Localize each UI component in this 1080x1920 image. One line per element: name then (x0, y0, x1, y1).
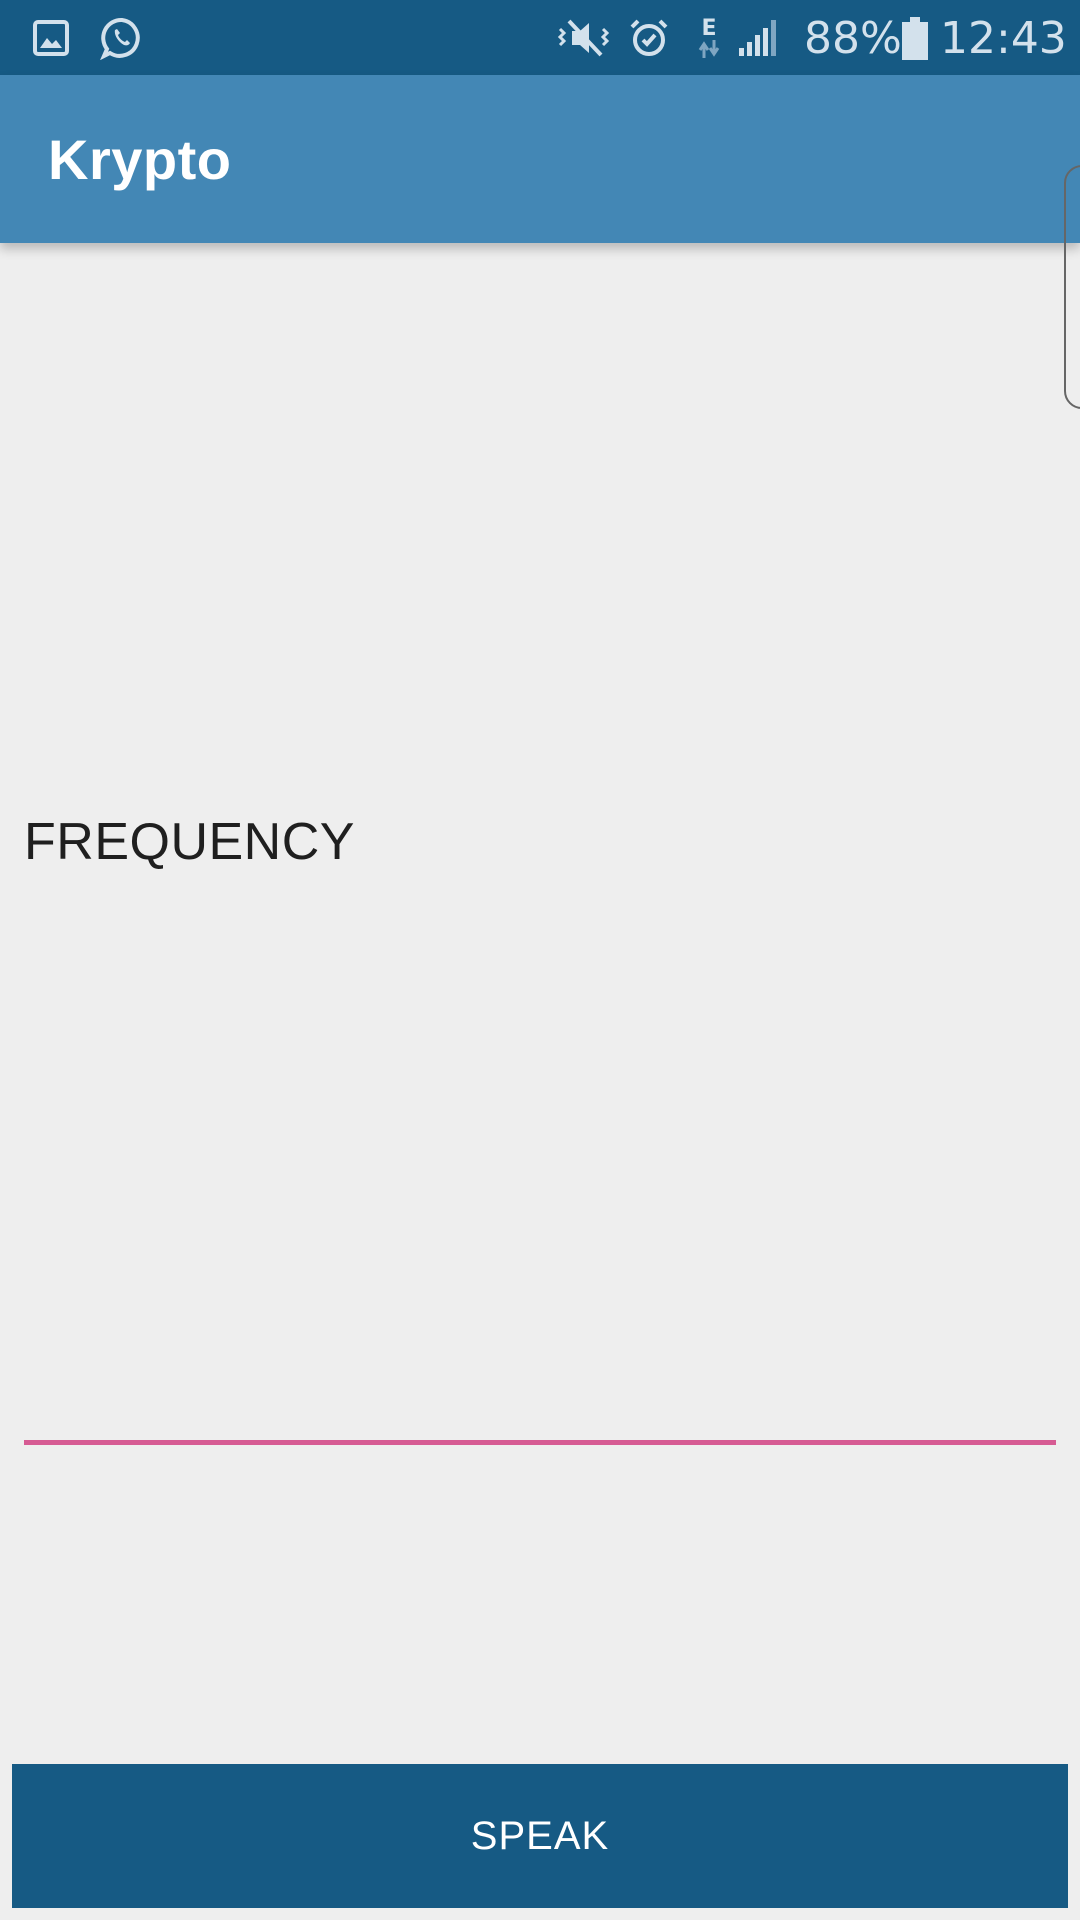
edge-data-icon: E (694, 0, 724, 75)
speak-button[interactable]: SPEAK (12, 1764, 1068, 1908)
app-bar: Krypto (0, 75, 1080, 243)
gallery-icon (28, 0, 74, 75)
status-bar: E 88% 12:43 (0, 0, 1080, 75)
vibrate-mute-icon (554, 0, 616, 75)
edge-panel-handle[interactable] (1064, 165, 1080, 409)
alarm-icon (626, 0, 672, 75)
signal-icon (736, 0, 780, 75)
battery-percent: 88% (804, 13, 902, 64)
frequency-label: FREQUENCY (24, 813, 355, 871)
clock: 12:43 (940, 13, 1067, 64)
whatsapp-icon (98, 0, 146, 75)
network-type-label: E (701, 15, 717, 41)
frequency-input[interactable] (24, 1380, 1056, 1445)
battery-icon (900, 0, 930, 75)
app-title: Krypto (48, 128, 232, 191)
